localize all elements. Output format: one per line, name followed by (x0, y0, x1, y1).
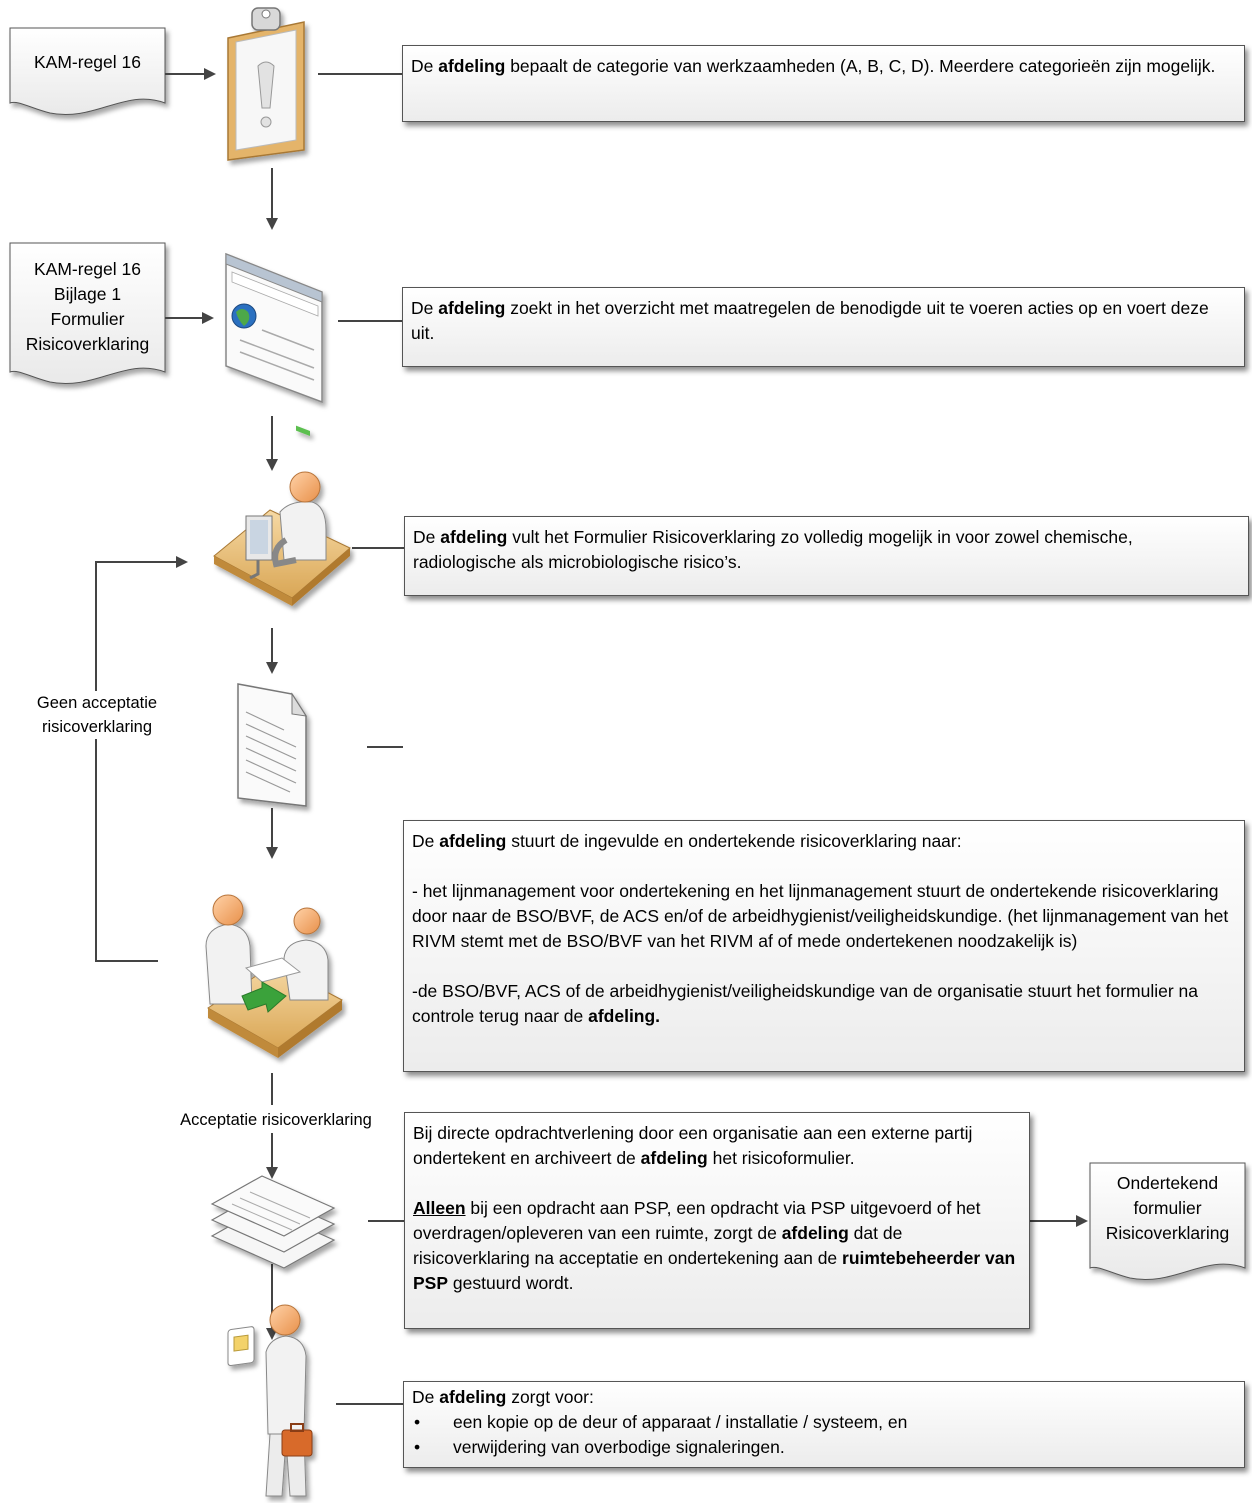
label-geen-acceptatie-line-1: Geen acceptatie (36, 694, 158, 712)
step6-prefix: De (412, 1387, 440, 1407)
step6-heading: De afdeling zorgt voor: (412, 1385, 1236, 1410)
document-page-icon (237, 683, 308, 807)
document-ondertekend-line-2: formulier (1133, 1198, 1202, 1218)
step4-paragraph-2: - het lijnmanagement voor ondertekening … (412, 881, 1229, 951)
step4-p1-rest: stuurt de ingevulde en ondertekende risi… (506, 831, 962, 851)
step6-rest: zorgt voor: (506, 1387, 594, 1407)
step2-text: De afdeling zoekt in het overzicht met m… (411, 296, 1236, 346)
label-acceptatie-text: Acceptatie risicoverklaring (180, 1111, 372, 1129)
step5-p2-underline: Alleen (413, 1198, 466, 1218)
meeting-handover-icon (205, 894, 343, 1058)
step5-p2-bold1: afdeling (781, 1223, 849, 1243)
document-kam-regel: KAM-regel 16 (10, 50, 165, 75)
document-shape-kam-regel (9, 27, 166, 115)
step4-p3-text: -de BSO/BVF, ACS of de arbeidhygienist/v… (412, 981, 1199, 1026)
step6-bullet-list: een kopie op de deur of apparaat / insta… (412, 1410, 1236, 1460)
step5-p2-text2: dat de risicoverklaring na acceptatie en… (413, 1223, 903, 1268)
document-shape-ondertekend (1089, 1162, 1246, 1280)
connectors (95, 68, 1088, 1405)
step3-bold: afdeling (440, 527, 508, 547)
label-geen-acceptatie-line-2: risicoverklaring (41, 718, 153, 736)
step4-box: De afdeling stuurt de ingevulde en onder… (403, 820, 1245, 1072)
document-kam-regel-label: KAM-regel 16 (34, 52, 141, 72)
step5-box: Bij directe opdrachtverlening door een o… (404, 1112, 1030, 1329)
step5-p1-bold: afdeling (640, 1148, 708, 1168)
step1-rest: bepaalt de categorie van werkzaamheden (… (505, 56, 1216, 76)
step5-p1-text: Bij directe opdrachtverlening door een o… (413, 1123, 973, 1168)
label-geen-acceptatie: Geen acceptatie risicoverklaring (22, 691, 172, 739)
step3-text: De afdeling vult het Formulier Risicover… (413, 525, 1240, 575)
step5-p2-text3: gestuurd wordt. (448, 1273, 574, 1293)
step3-rest: vult het Formulier Risicoverklaring zo v… (413, 527, 1133, 572)
step1-bold: afdeling (438, 56, 506, 76)
document-ondertekend: Ondertekend formulier Risicoverklaring (1090, 1171, 1245, 1246)
step6-bold: afdeling (439, 1387, 507, 1407)
step5-p1-rest: het risicoformulier. (707, 1148, 855, 1168)
step6-box: De afdeling zorgt voor: een kopie op de … (403, 1381, 1245, 1468)
document-ondertekend-line-3: Risicoverklaring (1105, 1223, 1230, 1243)
step4-p1-bold: afdeling (439, 831, 507, 851)
document-ondertekend-line-1: Ondertekend (1116, 1173, 1219, 1193)
step4-paragraph-1: De afdeling stuurt de ingevulde en onder… (412, 829, 1236, 854)
step1-text: De afdeling bepaalt de categorie van wer… (411, 54, 1236, 79)
web-browser-window-icon (225, 252, 323, 436)
step2-box: De afdeling zoekt in het overzicht met m… (402, 287, 1245, 367)
step4-p3-bold: afdeling. (588, 1006, 661, 1026)
step4-paragraph-3: -de BSO/BVF, ACS of de arbeidhygienist/v… (412, 979, 1236, 1029)
document-shape-kam-bijlage (9, 242, 166, 384)
step6-bullet-item: een kopie op de deur of apparaat / insta… (412, 1410, 1236, 1435)
step2-rest: zoekt in het overzicht met maatregelen d… (411, 298, 1209, 343)
stacked-documents-icon (210, 1175, 336, 1269)
step3-prefix: De (413, 527, 441, 547)
person-at-computer-icon (213, 471, 351, 606)
step1-box: De afdeling bepaalt de categorie van wer… (402, 45, 1245, 122)
step5-paragraph-1: Bij directe opdrachtverlening door een o… (413, 1121, 1021, 1171)
document-kam-bijlage: KAM-regel 16 Bijlage 1 Formulier Risicov… (10, 257, 165, 357)
document-kam-bijlage-line-3: Formulier (50, 309, 125, 329)
document-kam-bijlage-line-1: KAM-regel 16 (34, 259, 141, 279)
step4-p1-prefix: De (412, 831, 440, 851)
label-acceptatie: Acceptatie risicoverklaring (160, 1108, 392, 1132)
step3-box: De afdeling vult het Formulier Risicover… (404, 516, 1249, 596)
step5-paragraph-2: Alleen bij een opdracht aan PSP, een opd… (413, 1196, 1021, 1296)
step5-p2-text: bij een opdracht aan PSP, een opdracht v… (413, 1198, 981, 1243)
document-kam-bijlage-line-4: Risicoverklaring (25, 334, 150, 354)
person-with-badge-icon (227, 1304, 313, 1497)
step2-bold: afdeling (438, 298, 506, 318)
feedback-loop-geen-acceptatie (95, 556, 188, 962)
step1-prefix: De (411, 56, 439, 76)
step2-prefix: De (411, 298, 439, 318)
document-kam-bijlage-line-2: Bijlage 1 (53, 284, 122, 304)
clipboard-warning-icon (227, 7, 305, 161)
step5-p2-bold2: ruimtebeheerder van PSP (413, 1248, 1016, 1293)
step6-bullet-item: verwijdering van overbodige signaleringe… (412, 1435, 1236, 1460)
